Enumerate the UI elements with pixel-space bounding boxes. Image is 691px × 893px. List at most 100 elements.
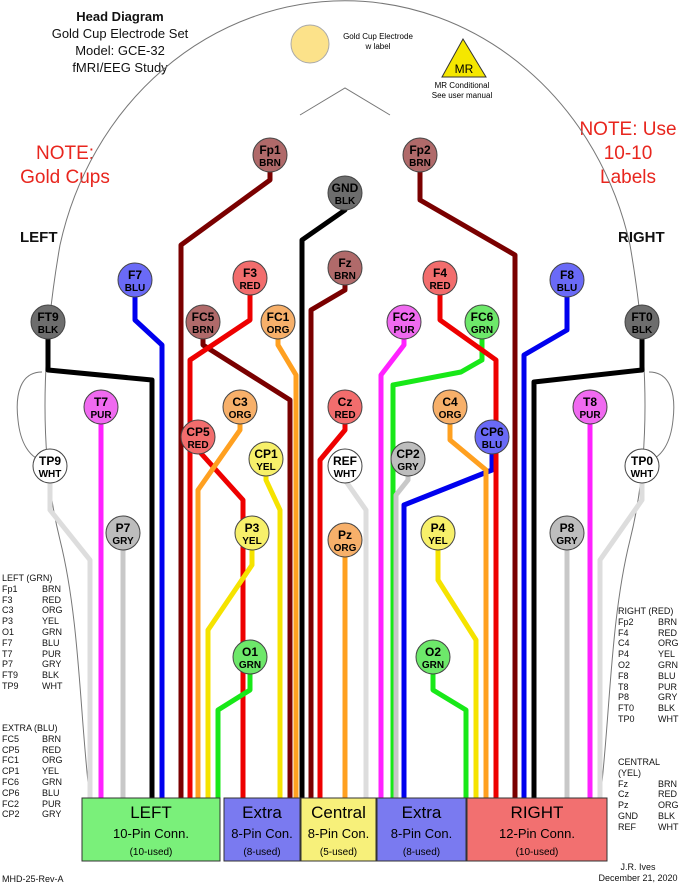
wire-f3 <box>187 278 253 800</box>
electrode-color-code: BRN <box>409 158 431 169</box>
connector-box <box>81 797 221 862</box>
electrode-color-code: WHT <box>334 469 357 480</box>
gold-cup-key-label-1: Gold Cup Electrode <box>343 32 413 41</box>
connector-pins: 8-Pin Con. <box>391 826 452 841</box>
electrode-cup-icon <box>420 515 456 551</box>
electrode-color-code: YEL <box>428 536 447 547</box>
connector-used: (10-used) <box>130 847 173 858</box>
connector-title: Extra <box>402 803 442 822</box>
legend-color: GRY <box>42 809 62 820</box>
legend-color: RED <box>658 627 678 638</box>
legend-electrode: F7 <box>2 637 13 648</box>
electrode-color-code: BRN <box>334 271 356 282</box>
legend-color: BLU <box>658 670 676 681</box>
electrode-cup-icon <box>549 262 585 298</box>
legend-color: PUR <box>42 798 62 809</box>
electrode-color-code: WHT <box>631 469 654 480</box>
electrode-color-code: BLK <box>632 325 653 336</box>
diagram-title: Head Diagram <box>76 9 164 24</box>
legend-electrode: CP1 <box>2 766 20 777</box>
electrode-label: Fz <box>338 256 351 270</box>
electrode-label: GND <box>332 181 359 195</box>
electrode-cup-icon <box>232 639 268 675</box>
legend-title: EXTRA (BLU) <box>2 723 58 733</box>
electrode-label: FC2 <box>393 310 416 324</box>
electrode-label: TP9 <box>39 454 61 468</box>
legend-electrode: FC2 <box>2 798 20 809</box>
electrode-cup-icon <box>252 137 288 173</box>
electrode-label: CP6 <box>480 425 504 439</box>
electrode-cup-icon <box>105 515 141 551</box>
legend-color: ORG <box>42 755 63 766</box>
electrode-cup-icon <box>572 389 608 425</box>
electrode-label: C4 <box>442 395 458 409</box>
electrode-color-code: BRN <box>259 158 281 169</box>
electrode-cup-icon <box>390 441 426 477</box>
right-ear <box>642 371 675 463</box>
electrode-label: Pz <box>338 528 352 542</box>
electrode-label: P3 <box>245 521 260 535</box>
electrode-cup-icon <box>402 137 438 173</box>
mr-note-2: See user manual <box>432 91 493 100</box>
electrode-color-code: BLK <box>38 325 59 336</box>
legend-color: ORG <box>658 638 679 649</box>
electrode-color-code: BLU <box>557 283 578 294</box>
legend-electrode: P4 <box>618 649 630 660</box>
legend-electrode: Cz <box>618 789 629 800</box>
legend-electrode: Fp1 <box>2 583 18 594</box>
wire-f8 <box>521 280 570 800</box>
electrode-label: FC1 <box>267 310 290 324</box>
legend-electrode: CP2 <box>2 809 20 820</box>
electrode-color-code: GRY <box>112 536 134 547</box>
legend-electrode: P7 <box>2 659 14 670</box>
legend-electrode: Fp2 <box>618 616 634 627</box>
electrode-cup-icon <box>234 515 270 551</box>
electrode-color-code: GRN <box>422 660 444 671</box>
electrode-color-code: RED <box>429 281 450 292</box>
legend-electrode: CP6 <box>2 787 20 798</box>
legend-color: BLK <box>658 703 676 714</box>
legend-color: WHT <box>658 713 679 724</box>
header: Head Diagram Gold Cup Electrode Set Mode… <box>40 8 200 76</box>
wire-cp1 <box>263 459 283 800</box>
legend-color: WHT <box>658 821 679 832</box>
electrode-color-code: PUR <box>579 410 601 421</box>
electrode-color-code: RED <box>239 281 260 292</box>
electrode-color-code: PUR <box>90 410 112 421</box>
electrode-label: Fp2 <box>409 143 431 157</box>
electrode-label: FT0 <box>631 310 653 324</box>
connector-title: Central <box>311 803 366 822</box>
left-ear <box>16 371 49 463</box>
connector-pins: 8-Pin Con. <box>231 826 292 841</box>
electrode-label: FT9 <box>37 310 59 324</box>
electrode-color-code: WHT <box>39 469 62 480</box>
electrode-cup-icon <box>432 389 468 425</box>
legend-color: RED <box>42 744 62 755</box>
